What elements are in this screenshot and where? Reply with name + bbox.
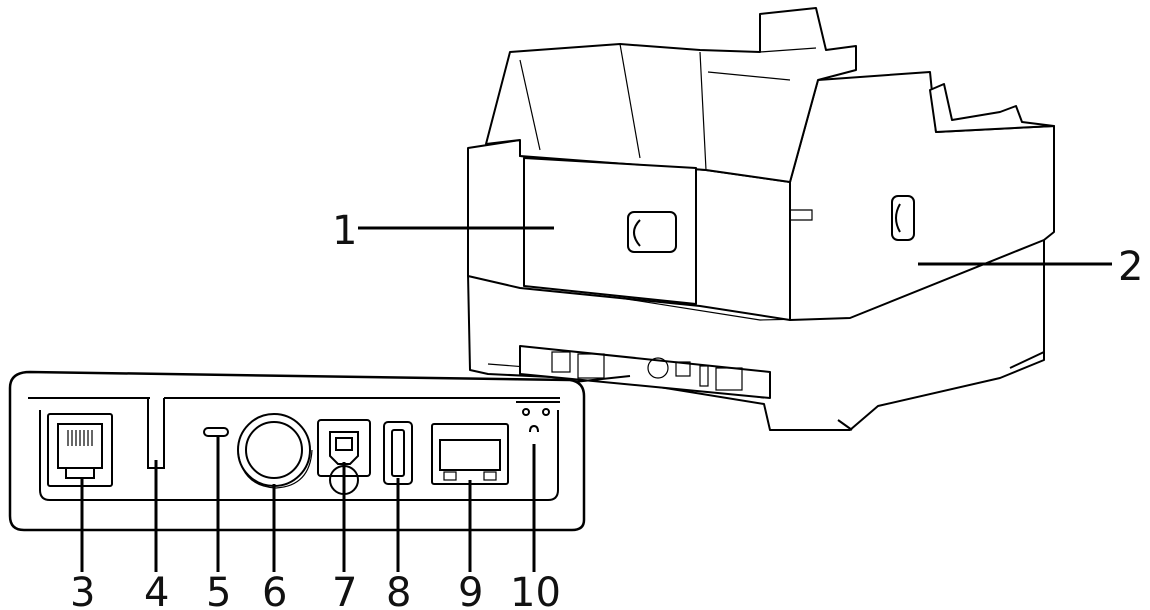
callout-4: 4: [144, 570, 169, 610]
callout-3: 3: [70, 570, 95, 610]
callout-9: 9: [458, 570, 483, 610]
callout-10: 10: [510, 570, 561, 610]
callout-8: 8: [386, 570, 411, 610]
inset-frame: [8, 370, 586, 532]
callout-7: 7: [332, 570, 357, 610]
drawer-kick-connector: [47, 413, 113, 487]
led-indicators: [516, 401, 560, 433]
callout-6: 6: [262, 570, 287, 610]
cover-latch: [627, 211, 677, 253]
callout-labels: 1 2 3 4 5 6 7 8 9 10: [70, 208, 1143, 610]
connector-inset: [8, 370, 586, 532]
callout-1: 1: [332, 208, 357, 254]
rear-cover: [523, 157, 697, 305]
callout-5: 5: [206, 570, 231, 610]
callout-2: 2: [1118, 244, 1143, 290]
printer-illustration: [467, 7, 1055, 431]
switch-indicator: [203, 427, 229, 437]
leader-lines: [80, 226, 1112, 572]
